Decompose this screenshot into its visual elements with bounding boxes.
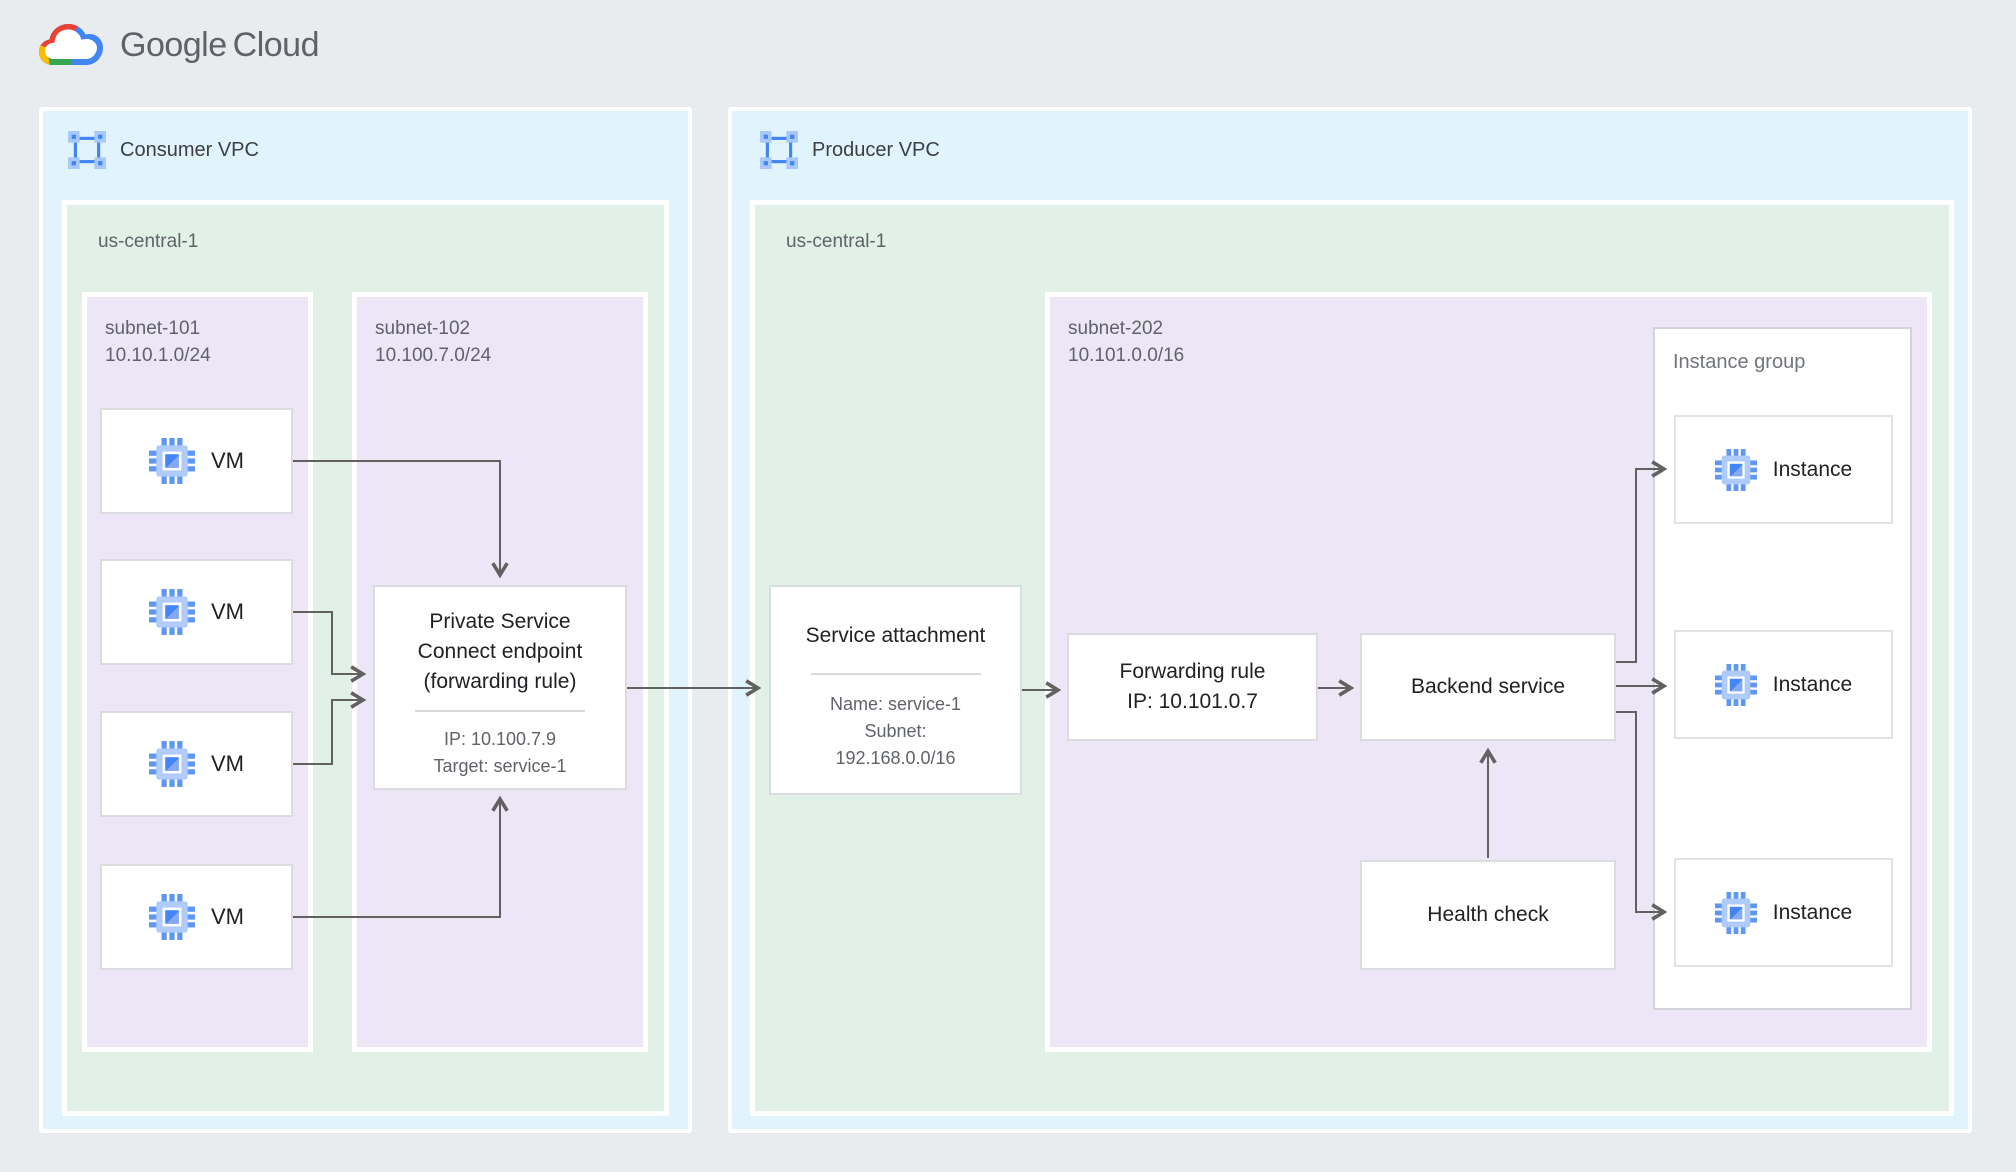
subnet-102-box: subnet-102 10.100.7.0/24 Private Service… — [352, 292, 648, 1052]
psc-endpoint-node: Private Service Connect endpoint (forwar… — [373, 585, 627, 790]
consumer-vpc-box: Consumer VPC us-central-1 subnet-101 10.… — [39, 107, 692, 1133]
instance-card-1: Instance — [1674, 415, 1893, 524]
divider — [415, 710, 585, 713]
vm-label: VM — [211, 448, 244, 473]
service-attachment-node: Service attachment Name: service-1 Subne… — [769, 585, 1022, 795]
vm-label: VM — [211, 904, 244, 929]
instance-group-box: Instance group Instance Instance Instanc… — [1653, 327, 1912, 1010]
subnet-202-name: subnet-202 — [1068, 318, 1164, 339]
google-cloud-icon — [38, 20, 104, 70]
consumer-region-box: us-central-1 subnet-101 10.10.1.0/24 VM … — [62, 200, 669, 1116]
instance-card-2: Instance — [1674, 630, 1893, 739]
subnet-101-cidr: 10.10.1.0/24 — [105, 344, 211, 366]
producer-region-label: us-central-1 — [786, 231, 887, 252]
compute-engine-icon — [1715, 449, 1757, 491]
forwarding-rule-node: Forwarding rule IP: 10.101.0.7 — [1067, 633, 1318, 741]
vpc-icon — [68, 131, 106, 169]
psc-endpoint-ip: IP: 10.100.7.9 — [443, 729, 557, 750]
forwarding-rule-line2: IP: 10.101.0.7 — [1127, 690, 1258, 713]
instance-group-label: Instance group — [1673, 351, 1806, 373]
divider — [810, 672, 981, 675]
instance-label: Instance — [1772, 900, 1853, 924]
producer-vpc-box: Producer VPC us-central-1 Service attach… — [728, 107, 1972, 1133]
instance-label: Instance — [1772, 457, 1853, 481]
vm-card-2: VM — [100, 559, 293, 665]
subnet-102-cidr: 10.100.7.0/24 — [375, 344, 492, 366]
vm-label: VM — [211, 751, 244, 776]
health-check-title: Health check — [1427, 903, 1549, 927]
compute-engine-icon — [149, 894, 195, 940]
compute-engine-icon — [149, 438, 195, 484]
backend-service-title: Backend service — [1410, 675, 1566, 699]
vm-card-3: VM — [100, 711, 293, 817]
compute-engine-icon — [1715, 664, 1757, 706]
producer-vpc-label: Producer VPC — [812, 138, 940, 161]
subnet-101-name: subnet-101 — [105, 318, 201, 339]
service-attachment-subnet-cidr: 192.168.0.0/16 — [835, 747, 956, 768]
producer-region-box: us-central-1 Service attachment Name: se… — [750, 200, 1954, 1116]
service-attachment-subnet-label: Subnet: — [864, 720, 927, 741]
subnet-101-label: subnet-101 10.10.1.0/24 — [105, 316, 211, 369]
health-check-node: Health check — [1360, 860, 1616, 970]
consumer-region-label: us-central-1 — [98, 231, 199, 252]
service-attachment-title: Service attachment — [805, 624, 986, 647]
vm-label: VM — [211, 599, 244, 624]
compute-engine-icon — [1715, 892, 1757, 934]
vm-card-1: VM — [100, 408, 293, 514]
logo-word-google: Google — [120, 25, 227, 64]
vm-card-4: VM — [100, 864, 293, 970]
subnet-102-name: subnet-102 — [375, 318, 471, 339]
subnet-202-box: subnet-202 10.101.0.0/16 Forwarding rule… — [1045, 292, 1932, 1052]
backend-service-node: Backend service — [1360, 633, 1616, 741]
consumer-vpc-header: Consumer VPC — [68, 131, 259, 169]
subnet-202-label: subnet-202 10.101.0.0/16 — [1068, 316, 1184, 369]
instance-card-3: Instance — [1674, 858, 1893, 967]
forwarding-rule-line1: Forwarding rule — [1119, 660, 1266, 684]
subnet-102-label: subnet-102 10.100.7.0/24 — [375, 316, 491, 369]
compute-engine-icon — [149, 589, 195, 635]
service-attachment-name: Name: service-1 — [829, 693, 962, 714]
vpc-icon — [760, 131, 798, 169]
psc-endpoint-title: Private Service Connect endpoint (forwar… — [417, 610, 583, 693]
subnet-202-cidr: 10.101.0.0/16 — [1068, 344, 1185, 366]
producer-vpc-header: Producer VPC — [760, 131, 940, 169]
consumer-vpc-label: Consumer VPC — [120, 138, 259, 161]
logo-word-cloud: Cloud — [232, 25, 320, 64]
instance-label: Instance — [1772, 672, 1853, 696]
subnet-101-box: subnet-101 10.10.1.0/24 VM VM VM V — [82, 292, 313, 1052]
compute-engine-icon — [149, 741, 195, 787]
psc-endpoint-target: Target: service-1 — [433, 756, 567, 777]
